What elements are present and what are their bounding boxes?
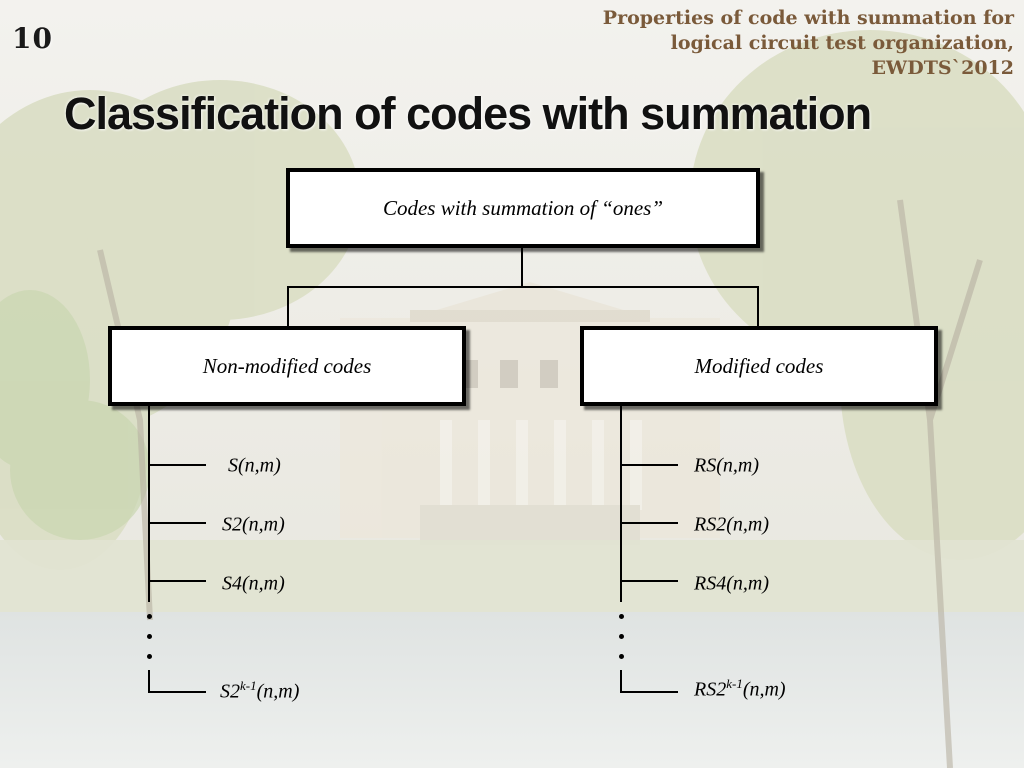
- code-args: (n,m): [726, 572, 769, 595]
- code-rs2k: RS2k-1(n,m): [694, 676, 786, 702]
- code-args: (n,m): [238, 454, 281, 477]
- header-note: Properties of code with summation for lo…: [554, 6, 1014, 81]
- ellipsis-dot: [619, 654, 624, 659]
- ellipsis-dot: [619, 634, 624, 639]
- left-tick: [148, 691, 206, 693]
- right-branch-spine-end: [620, 670, 622, 692]
- header-note-line: logical circuit test organization,: [670, 32, 1014, 54]
- ellipsis-dot: [147, 654, 152, 659]
- root-node-label: Codes with summation of “ones”: [382, 195, 664, 220]
- code-s2k: S2k-1(n,m): [220, 678, 299, 704]
- code-args: (n,m): [742, 678, 786, 701]
- code-rs4: RS4(n,m): [694, 570, 769, 596]
- code-s2: S2(n,m): [222, 511, 285, 537]
- left-tick: [150, 580, 206, 582]
- connector-horizontal: [287, 286, 759, 288]
- code-rs: RS(n,m): [694, 452, 759, 478]
- code-sup: k-1: [240, 678, 257, 693]
- code-sup: k-1: [726, 676, 743, 691]
- ellipsis-dot: [147, 614, 152, 619]
- code-base: S2: [222, 513, 242, 536]
- code-base: S4: [222, 572, 242, 595]
- code-rs2: RS2(n,m): [694, 511, 769, 537]
- right-tick: [620, 691, 678, 693]
- right-tick: [622, 464, 678, 466]
- right-tick: [622, 580, 678, 582]
- left-branch-spine: [148, 406, 150, 602]
- connector-left-down: [287, 286, 289, 326]
- root-node-box: Codes with summation of “ones”: [286, 168, 760, 248]
- non-modified-codes-box: Non-modified codes: [108, 326, 466, 406]
- header-note-line: Properties of code with summation for: [602, 7, 1014, 29]
- slide-number: 10: [12, 22, 53, 55]
- left-tick: [150, 522, 206, 524]
- left-tick: [150, 464, 206, 466]
- code-args: (n,m): [242, 513, 285, 536]
- code-args: (n,m): [716, 454, 759, 477]
- modified-codes-label: Modified codes: [694, 353, 824, 378]
- code-args: (n,m): [726, 513, 769, 536]
- code-base: RS: [694, 454, 717, 477]
- code-base: RS2: [694, 678, 727, 701]
- non-modified-codes-label: Non-modified codes: [202, 353, 372, 378]
- slide-title: Classification of codes with summation: [64, 88, 872, 139]
- right-branch-spine: [620, 406, 622, 602]
- ellipsis-dot: [619, 614, 624, 619]
- right-tick: [622, 522, 678, 524]
- code-args: (n,m): [242, 572, 285, 595]
- left-branch-spine-end: [148, 670, 150, 692]
- code-s4: S4(n,m): [222, 570, 285, 596]
- code-args: (n,m): [256, 680, 300, 703]
- ellipsis-dot: [147, 634, 152, 639]
- connector-right-down: [757, 286, 759, 326]
- code-base: S2: [220, 680, 240, 703]
- modified-codes-box: Modified codes: [580, 326, 938, 406]
- connector-root-down: [521, 248, 523, 286]
- code-base: RS4: [694, 572, 727, 595]
- header-note-line: EWDTS`2012: [871, 57, 1014, 79]
- code-s: S(n,m): [228, 452, 281, 478]
- code-base: RS2: [694, 513, 727, 536]
- code-base: S: [228, 454, 238, 477]
